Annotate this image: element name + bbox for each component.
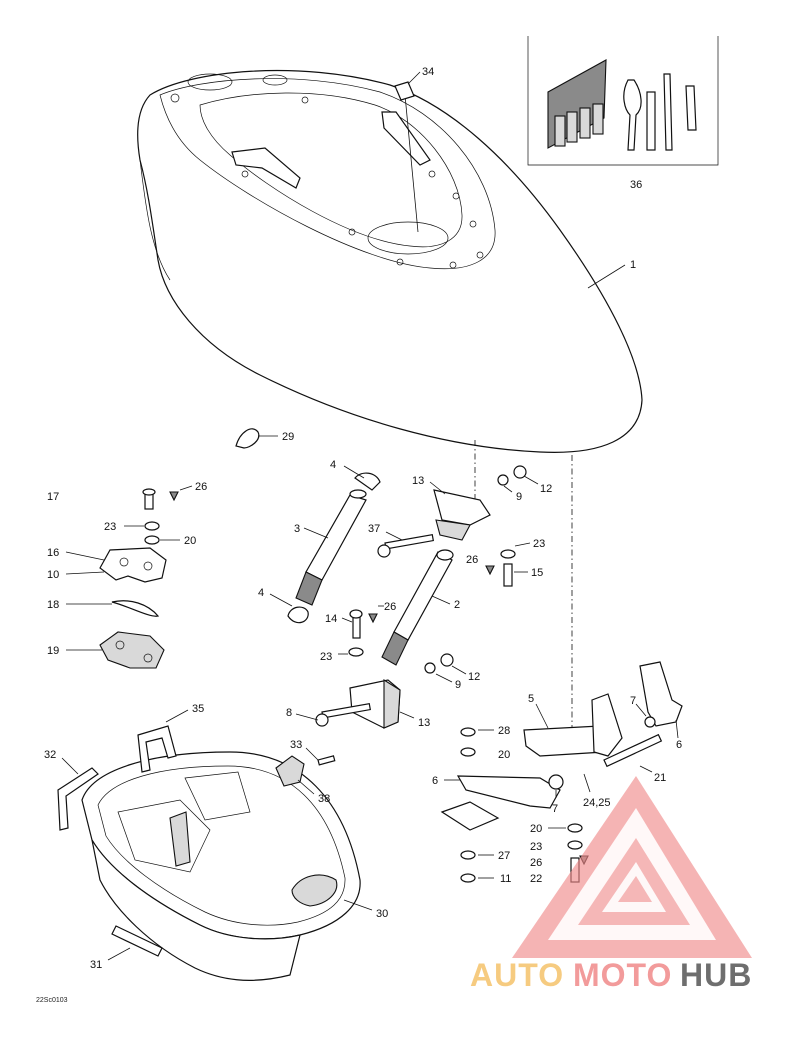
- callout-29: 29: [282, 431, 294, 443]
- part-34-plug: [394, 81, 415, 101]
- callout-22: 22: [530, 873, 542, 885]
- callout-36: 36: [630, 179, 642, 191]
- part-6-hinge-lower: [456, 774, 564, 809]
- callout-37: 37: [368, 523, 380, 535]
- callout-12-mid: 12: [468, 671, 480, 683]
- callout-38: 38: [318, 793, 330, 805]
- callout-4-top: 4: [330, 459, 336, 471]
- callout-23-left: 23: [104, 521, 116, 533]
- callout-20-mid: 20: [498, 749, 510, 761]
- callout-32: 32: [44, 749, 56, 761]
- callout-16: 16: [47, 547, 59, 559]
- part-13-lower-bracket: [349, 679, 401, 729]
- callout-26-left: 26: [195, 481, 207, 493]
- part-35-handle: [137, 725, 177, 773]
- watermark-text-auto: AUTO: [470, 957, 564, 993]
- callout-28: 28: [498, 725, 510, 737]
- callout-3: 3: [294, 523, 300, 535]
- part-30-storage-tray: [81, 751, 361, 981]
- callout-4-bottom: 4: [258, 587, 264, 599]
- part-29-clip: [235, 428, 260, 449]
- callout-14: 14: [325, 613, 337, 625]
- callout-2: 2: [454, 599, 460, 611]
- callout-34: 34: [422, 66, 434, 78]
- callout-20-left: 20: [184, 535, 196, 547]
- part-18-cable: [111, 600, 160, 617]
- callout-26-right: 26: [466, 554, 478, 566]
- callout-31: 31: [90, 959, 102, 971]
- hardware-14-26-23: [348, 609, 378, 657]
- callout-33: 33: [290, 739, 302, 751]
- leader-34: [404, 94, 419, 233]
- callout-23-right: 23: [533, 538, 545, 550]
- callout-30: 30: [376, 908, 388, 920]
- callout-9-top: 9: [516, 491, 522, 503]
- callout-13-top: 13: [412, 475, 424, 487]
- part-6-hinge-right: [639, 661, 683, 727]
- callout-13-bottom: 13: [418, 717, 430, 729]
- watermark-text-hub: HUB: [680, 957, 752, 993]
- callout-6-left: 6: [432, 775, 438, 787]
- watermark-text-moto: MOTO: [573, 957, 672, 993]
- hardware-23-26-15: [485, 549, 516, 587]
- callout-1: 1: [630, 259, 636, 271]
- part-21-pin: [603, 733, 663, 768]
- callout-27: 27: [498, 850, 510, 862]
- part-13-upper-bracket: [433, 489, 491, 541]
- callout-24-25: 24,25: [583, 797, 611, 809]
- latch-hardware-26-23-20: [142, 488, 179, 545]
- part-16-10-latch: [99, 547, 167, 583]
- tool-kit: [527, 36, 719, 166]
- callout-10: 10: [47, 569, 59, 581]
- callout-23-bottom: 23: [530, 841, 542, 853]
- callout-8: 8: [286, 707, 292, 719]
- callout-19: 19: [47, 645, 59, 657]
- callout-35: 35: [192, 703, 204, 715]
- part-19-latch-base: [99, 631, 165, 669]
- callout-6-right: 6: [676, 739, 682, 751]
- part-37-bolt: [377, 533, 435, 558]
- callout-7-right: 7: [630, 695, 636, 707]
- drawing-code: 22Sc0103: [36, 997, 68, 1004]
- callout-11: 11: [500, 873, 511, 885]
- part-2-gas-spring: [381, 549, 454, 666]
- part-31-strip: [111, 925, 163, 957]
- callout-5: 5: [528, 693, 534, 705]
- part-5-hinge-arm: [523, 693, 623, 757]
- watermark-logo: AUTO MOTO HUB: [470, 776, 752, 993]
- callout-26-bottom: 26: [530, 857, 542, 869]
- callout-21: 21: [654, 772, 666, 784]
- part-33-38-hinge: [275, 755, 336, 787]
- callout-18: 18: [47, 599, 59, 611]
- part-32-hose: [57, 767, 99, 831]
- callout-15: 15: [531, 567, 543, 579]
- callout-12-top: 12: [540, 483, 552, 495]
- hardware-12-9: [424, 465, 527, 674]
- callout-20-right: 20: [530, 823, 542, 835]
- callout-23-mid: 23: [320, 651, 332, 663]
- callout-9-mid: 9: [455, 679, 461, 691]
- callout-7-mid: 7: [552, 803, 558, 815]
- hood-cover: [137, 69, 643, 453]
- part-3-gas-spring: [287, 472, 381, 624]
- part-8-bolt: [315, 702, 372, 727]
- callout-17: 17: [47, 491, 59, 503]
- callouts: 1 34 36 29 4 3 4 13 9 12 37 23 26: [36, 66, 682, 1004]
- callout-26-mid: 26: [384, 601, 396, 613]
